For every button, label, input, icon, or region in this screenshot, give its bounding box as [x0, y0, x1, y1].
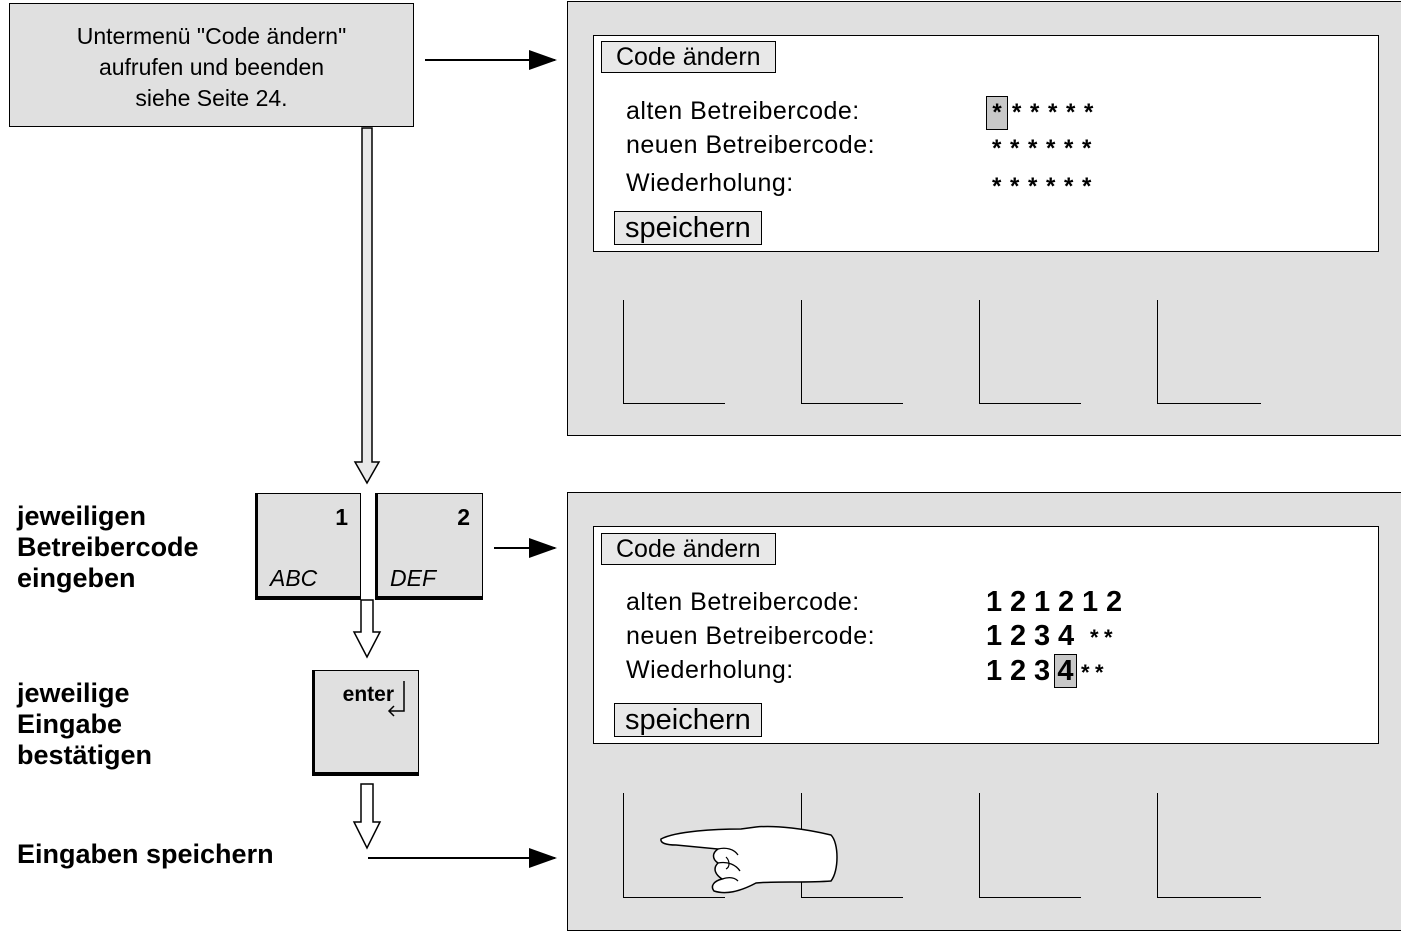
softkey-3[interactable]: [979, 300, 1081, 404]
label-repeat: Wiederholung:: [626, 169, 794, 197]
code-cursor: *: [986, 96, 1008, 130]
softkey-1[interactable]: [623, 793, 725, 898]
save-button[interactable]: speichern: [614, 211, 762, 245]
enter-key-label: enter: [342, 683, 394, 706]
note-line-2: aufrufen und beenden: [98, 54, 325, 80]
softkey-4[interactable]: [1157, 300, 1261, 404]
softkey-2[interactable]: [801, 300, 903, 404]
display-panel-2: Code ändern alten Betreibercode: neuen B…: [567, 492, 1401, 931]
return-arrow-icon: [387, 681, 405, 717]
instruction-note: Untermenü "Code ändern" aufrufen und bee…: [9, 3, 414, 127]
label-new-code: neuen Betreibercode:: [626, 622, 876, 650]
old-code-digits: ******: [986, 96, 1102, 130]
code-cursor: 4: [1054, 654, 1077, 688]
menu-title: Code ändern: [601, 41, 776, 73]
step-enter-code: jeweiligen Betreibercode eingeben: [17, 501, 199, 593]
note-line-1: Untermenü "Code ändern": [76, 23, 347, 49]
step-confirm: jeweilige Eingabe bestätigen: [17, 678, 153, 770]
label-repeat: Wiederholung:: [626, 656, 794, 684]
display-screen-1: Code ändern alten Betreibercode: neuen B…: [593, 35, 1379, 252]
key-2-number: 2: [457, 504, 470, 530]
menu-title: Code ändern: [601, 533, 776, 565]
down-arrow-2: [352, 599, 382, 659]
key-1[interactable]: 1 ABC: [255, 493, 361, 600]
key-2[interactable]: 2 DEF: [375, 493, 483, 600]
label-new-code: neuen Betreibercode:: [626, 131, 876, 159]
save-button[interactable]: speichern: [614, 703, 762, 737]
new-code-digits: ******: [992, 135, 1092, 162]
key-1-number: 1: [335, 504, 348, 530]
enter-key[interactable]: enter: [312, 670, 419, 776]
softkey-3[interactable]: [979, 793, 1081, 898]
repeat-code-digits: ******: [992, 173, 1092, 200]
display-panel-1: Code ändern alten Betreibercode: neuen B…: [567, 1, 1401, 436]
label-old-code: alten Betreibercode:: [626, 97, 860, 125]
down-arrow-3: [352, 783, 382, 850]
note-line-3: siehe Seite 24.: [135, 85, 288, 111]
pointing-hand-icon: [660, 825, 838, 894]
softkey-4[interactable]: [1157, 793, 1261, 898]
display-screen-2: Code ändern alten Betreibercode: neuen B…: [593, 526, 1379, 744]
step-save: Eingaben speichern: [17, 839, 274, 869]
key-1-letters: ABC: [270, 565, 318, 591]
down-arrow-1: [353, 127, 381, 485]
softkey-1[interactable]: [623, 300, 725, 404]
label-old-code: alten Betreibercode:: [626, 588, 860, 616]
key-2-letters: DEF: [390, 565, 436, 591]
